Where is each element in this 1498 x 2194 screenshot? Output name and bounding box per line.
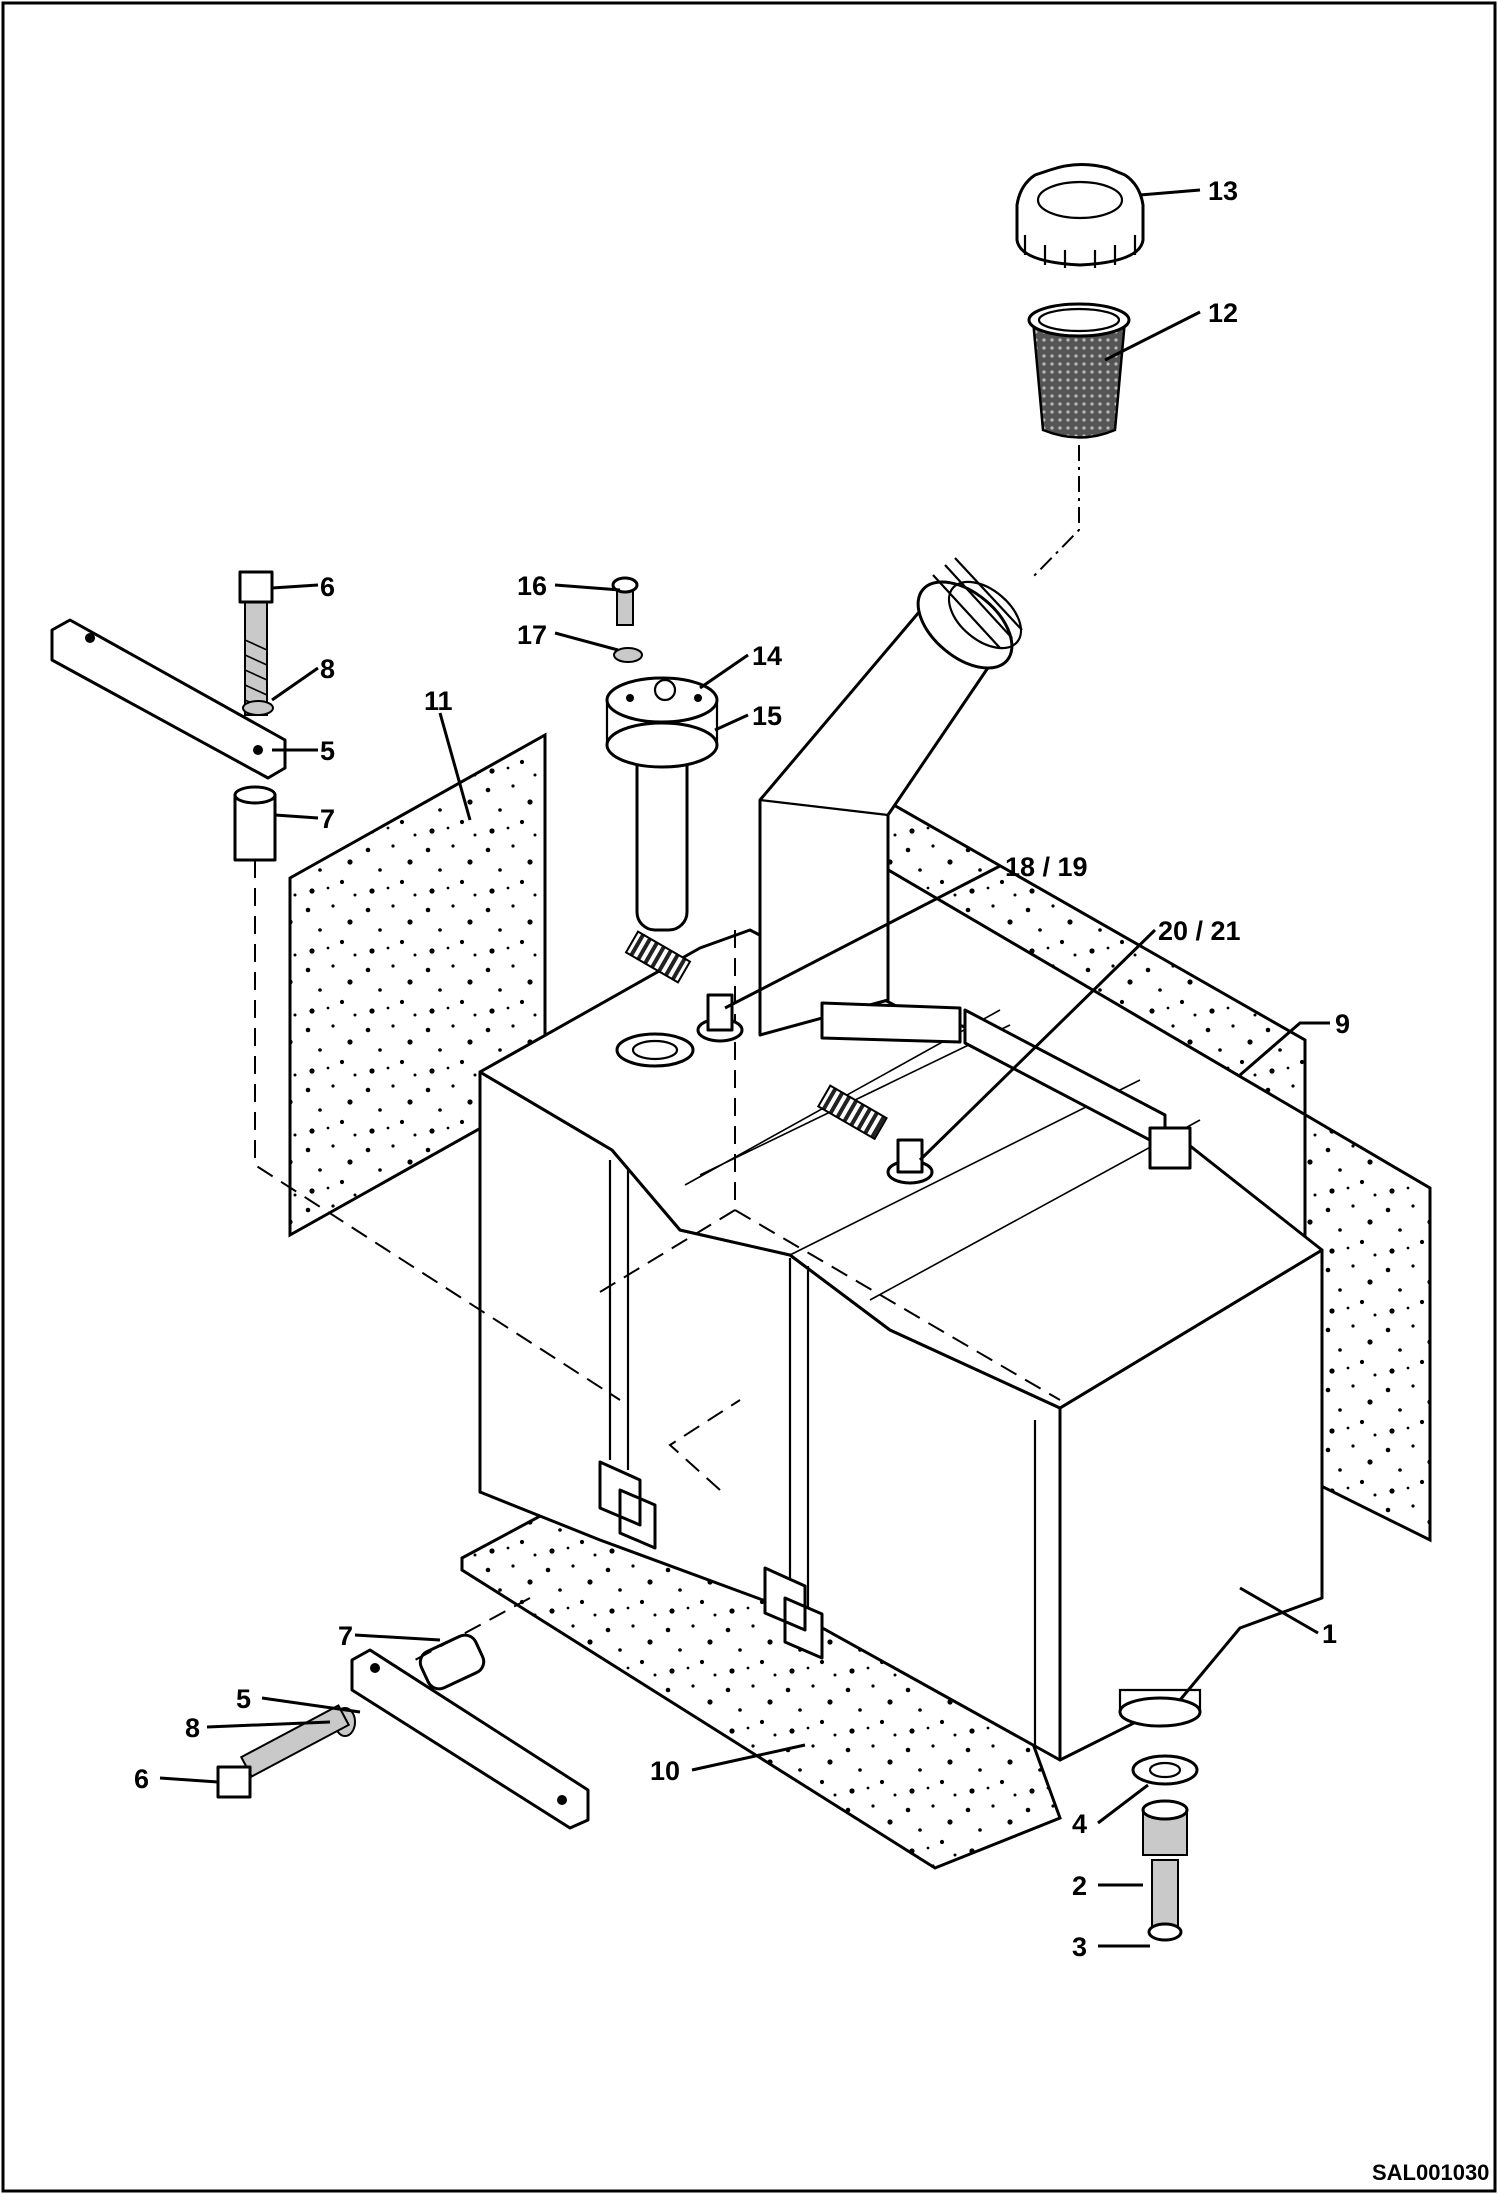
sealing-ring-4 — [1131, 1754, 1199, 1786]
drain-valve-3 — [1147, 1859, 1183, 1942]
callout-4: 4 — [1072, 1809, 1087, 1839]
callout-17: 17 — [517, 620, 547, 650]
callout-8-lower: 8 — [185, 1713, 200, 1743]
callout-13: 13 — [1208, 176, 1238, 206]
drain-adapter-2 — [1141, 1799, 1189, 1856]
tank-bracket-right — [763, 1566, 824, 1660]
callout-11: 11 — [424, 686, 453, 716]
bolt-6-upper — [238, 570, 274, 716]
tank-bracket-left — [598, 1460, 657, 1550]
callout-7-upper: 7 — [320, 804, 335, 834]
fuel-level-sender — [605, 676, 719, 932]
vent-fitting-18-19 — [624, 930, 744, 1043]
mounting-strap-lower — [350, 1648, 590, 1830]
mounting-strap-upper — [50, 618, 287, 780]
callout-18-19: 18 / 19 — [1005, 852, 1088, 882]
callout-5-lower: 5 — [236, 1684, 251, 1714]
sender-mount-flange — [615, 1032, 695, 1068]
hidden-line-upper-strap — [254, 860, 621, 1401]
return-fitting-20-21 — [816, 1084, 934, 1185]
callout-15: 15 — [752, 701, 782, 731]
drawing-id: SAL001030 — [1372, 2160, 1489, 2185]
spacer-7-upper — [233, 785, 277, 862]
callout-leaders — [159, 188, 1330, 1948]
callout-2: 2 — [1072, 1871, 1087, 1901]
callout-1: 1 — [1322, 1619, 1337, 1649]
washer-8-upper — [242, 700, 274, 716]
callout-labels: 13 12 6 8 5 7 16 17 14 15 11 18 / 19 20 … — [134, 176, 1350, 1962]
centerline-filler — [1029, 445, 1080, 581]
screw-16 — [611, 576, 639, 626]
filler-strainer — [1027, 302, 1131, 439]
washer-17 — [613, 647, 643, 663]
callout-3: 3 — [1072, 1932, 1087, 1962]
callout-6-upper: 6 — [320, 572, 335, 602]
callout-5-upper: 5 — [320, 736, 335, 766]
callout-6-lower: 6 — [134, 1764, 149, 1794]
callout-12: 12 — [1208, 298, 1238, 328]
bolt-6-lower — [216, 1704, 351, 1799]
callout-7-lower: 7 — [338, 1621, 353, 1651]
callout-9: 9 — [1335, 1009, 1350, 1039]
callout-8-upper: 8 — [320, 654, 335, 684]
filler-cap — [1015, 163, 1145, 268]
filler-neck — [758, 557, 1192, 1170]
callout-20-21: 20 / 21 — [1158, 916, 1241, 946]
callout-16: 16 — [517, 571, 547, 601]
hidden-line-lower-strap — [414, 1399, 741, 1661]
callout-10: 10 — [650, 1756, 680, 1786]
callout-14: 14 — [752, 641, 782, 671]
